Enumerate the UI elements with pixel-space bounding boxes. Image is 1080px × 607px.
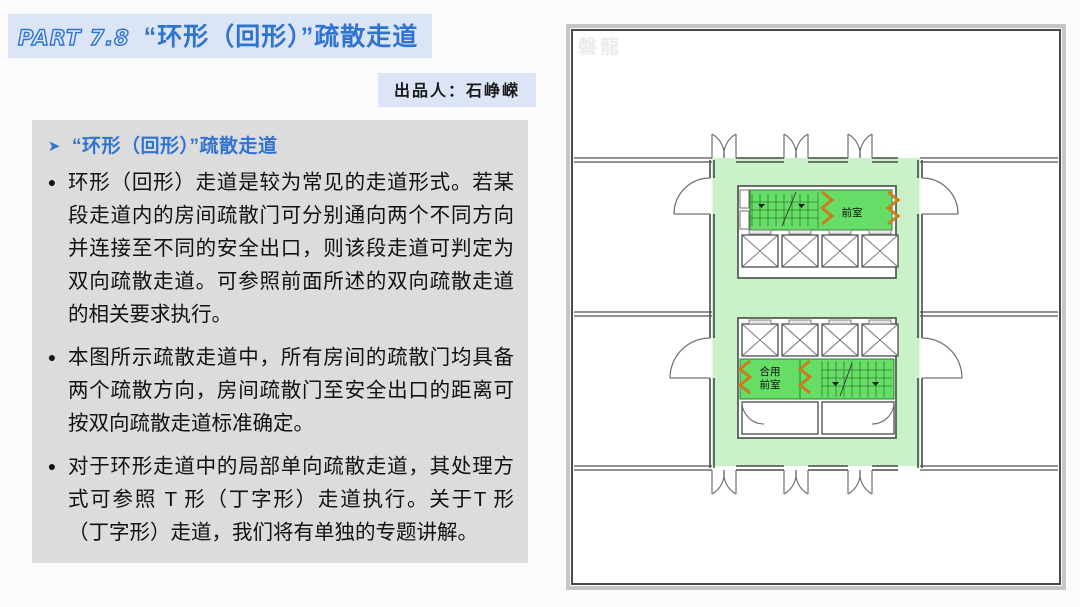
corridor-walls xyxy=(709,160,923,468)
exit-door-top-group xyxy=(711,133,873,159)
building-outer-wall xyxy=(566,24,1066,590)
elevator-shaft xyxy=(741,319,779,357)
double-door xyxy=(847,133,873,159)
vestibule-bottom-label-line2: 前室 xyxy=(760,378,781,391)
presenter-badge: 出品人：石峥嵘 xyxy=(378,73,537,107)
bullet-text: 环形（回形）走道是较为常见的走道形式。若某段走道内的房间疏散门可分别通向两个不同… xyxy=(68,171,514,326)
bullet-dot-icon: ● xyxy=(47,174,57,190)
panel-sub-heading: ➤ “环形（回形）”疏散走道 xyxy=(46,136,514,158)
part-number-label: PART 7.8 xyxy=(17,25,130,50)
exit-door-bottom-group xyxy=(711,469,873,495)
elevator-shaft xyxy=(741,229,779,268)
corridor-wall-top xyxy=(736,157,898,163)
room-door-left-group xyxy=(669,177,713,379)
watermark-label: 磐龍 xyxy=(578,37,623,58)
vestibule-bottom-label-line1: 合用 xyxy=(760,365,781,378)
elevator-shaft-row-top xyxy=(741,229,899,268)
bullet-dot-icon: ● xyxy=(47,349,57,365)
elevator-shaft xyxy=(821,319,859,357)
elevator-shaft-row-bottom xyxy=(741,319,899,357)
bullet-item: ● 环形（回形）走道是较为常见的走道形式。若某段走道内的房间疏散门可分别通向两个… xyxy=(44,166,514,331)
sub-heading-label: “环形（回形）”疏散走道 xyxy=(72,136,278,157)
double-door xyxy=(783,133,809,159)
double-door xyxy=(783,469,809,495)
elevator-shaft xyxy=(781,319,819,357)
core-bottom: 合用 前室 xyxy=(737,317,899,439)
bullet-item: ● 对于环形走道中的局部单向疏散走道，其处理方式可参照 T 形（丁字形）走道执行… xyxy=(44,450,514,549)
slide-title-bar: PART 7.8 “环形（回形）”疏散走道 xyxy=(8,14,433,58)
room-door-right-group xyxy=(919,177,963,379)
floor-plan-figure: 磐龍 xyxy=(560,18,1072,596)
elevator-shaft xyxy=(821,229,859,268)
core-top: 前室 xyxy=(737,185,901,279)
bullet-text: 本图所示疏散走道中，所有房间的疏散门均具备两个疏散方向，房间疏散门至安全出口的距… xyxy=(68,346,514,435)
fire-door-icon-group xyxy=(819,190,901,226)
vestibule-top-label: 前室 xyxy=(842,206,863,219)
fire-door-icon-group xyxy=(737,359,813,395)
bullet-dot-icon: ● xyxy=(47,458,57,474)
stairwell-bottom xyxy=(821,361,892,397)
elevator-shaft xyxy=(861,319,899,357)
page-title: “环形（回形）”疏散走道 xyxy=(143,23,419,51)
double-door xyxy=(847,469,873,495)
bullet-item: ● 本图所示疏散走道中，所有房间的疏散门均具备两个疏散方向，房间疏散门至安全出口… xyxy=(44,341,514,440)
room-divider-lines xyxy=(574,157,1058,471)
stairwell-top xyxy=(750,192,819,228)
floor-plan-svg: 前室 xyxy=(566,24,1066,590)
bullet-text: 对于环形走道中的局部单向疏散走道，其处理方式可参照 T 形（丁字形）走道执行。关… xyxy=(68,455,514,544)
double-door xyxy=(711,133,737,159)
arrow-right-icon: ➤ xyxy=(47,138,61,155)
content-panel: ➤ “环形（回形）”疏散走道 ● 环形（回形）走道是较为常见的走道形式。若某段走… xyxy=(32,120,528,563)
elevator-shaft xyxy=(861,229,899,268)
core-bottom-rooms xyxy=(741,401,895,435)
elevator-shaft xyxy=(781,229,819,268)
double-door xyxy=(711,469,737,495)
corridor-wall-bottom xyxy=(736,465,898,471)
